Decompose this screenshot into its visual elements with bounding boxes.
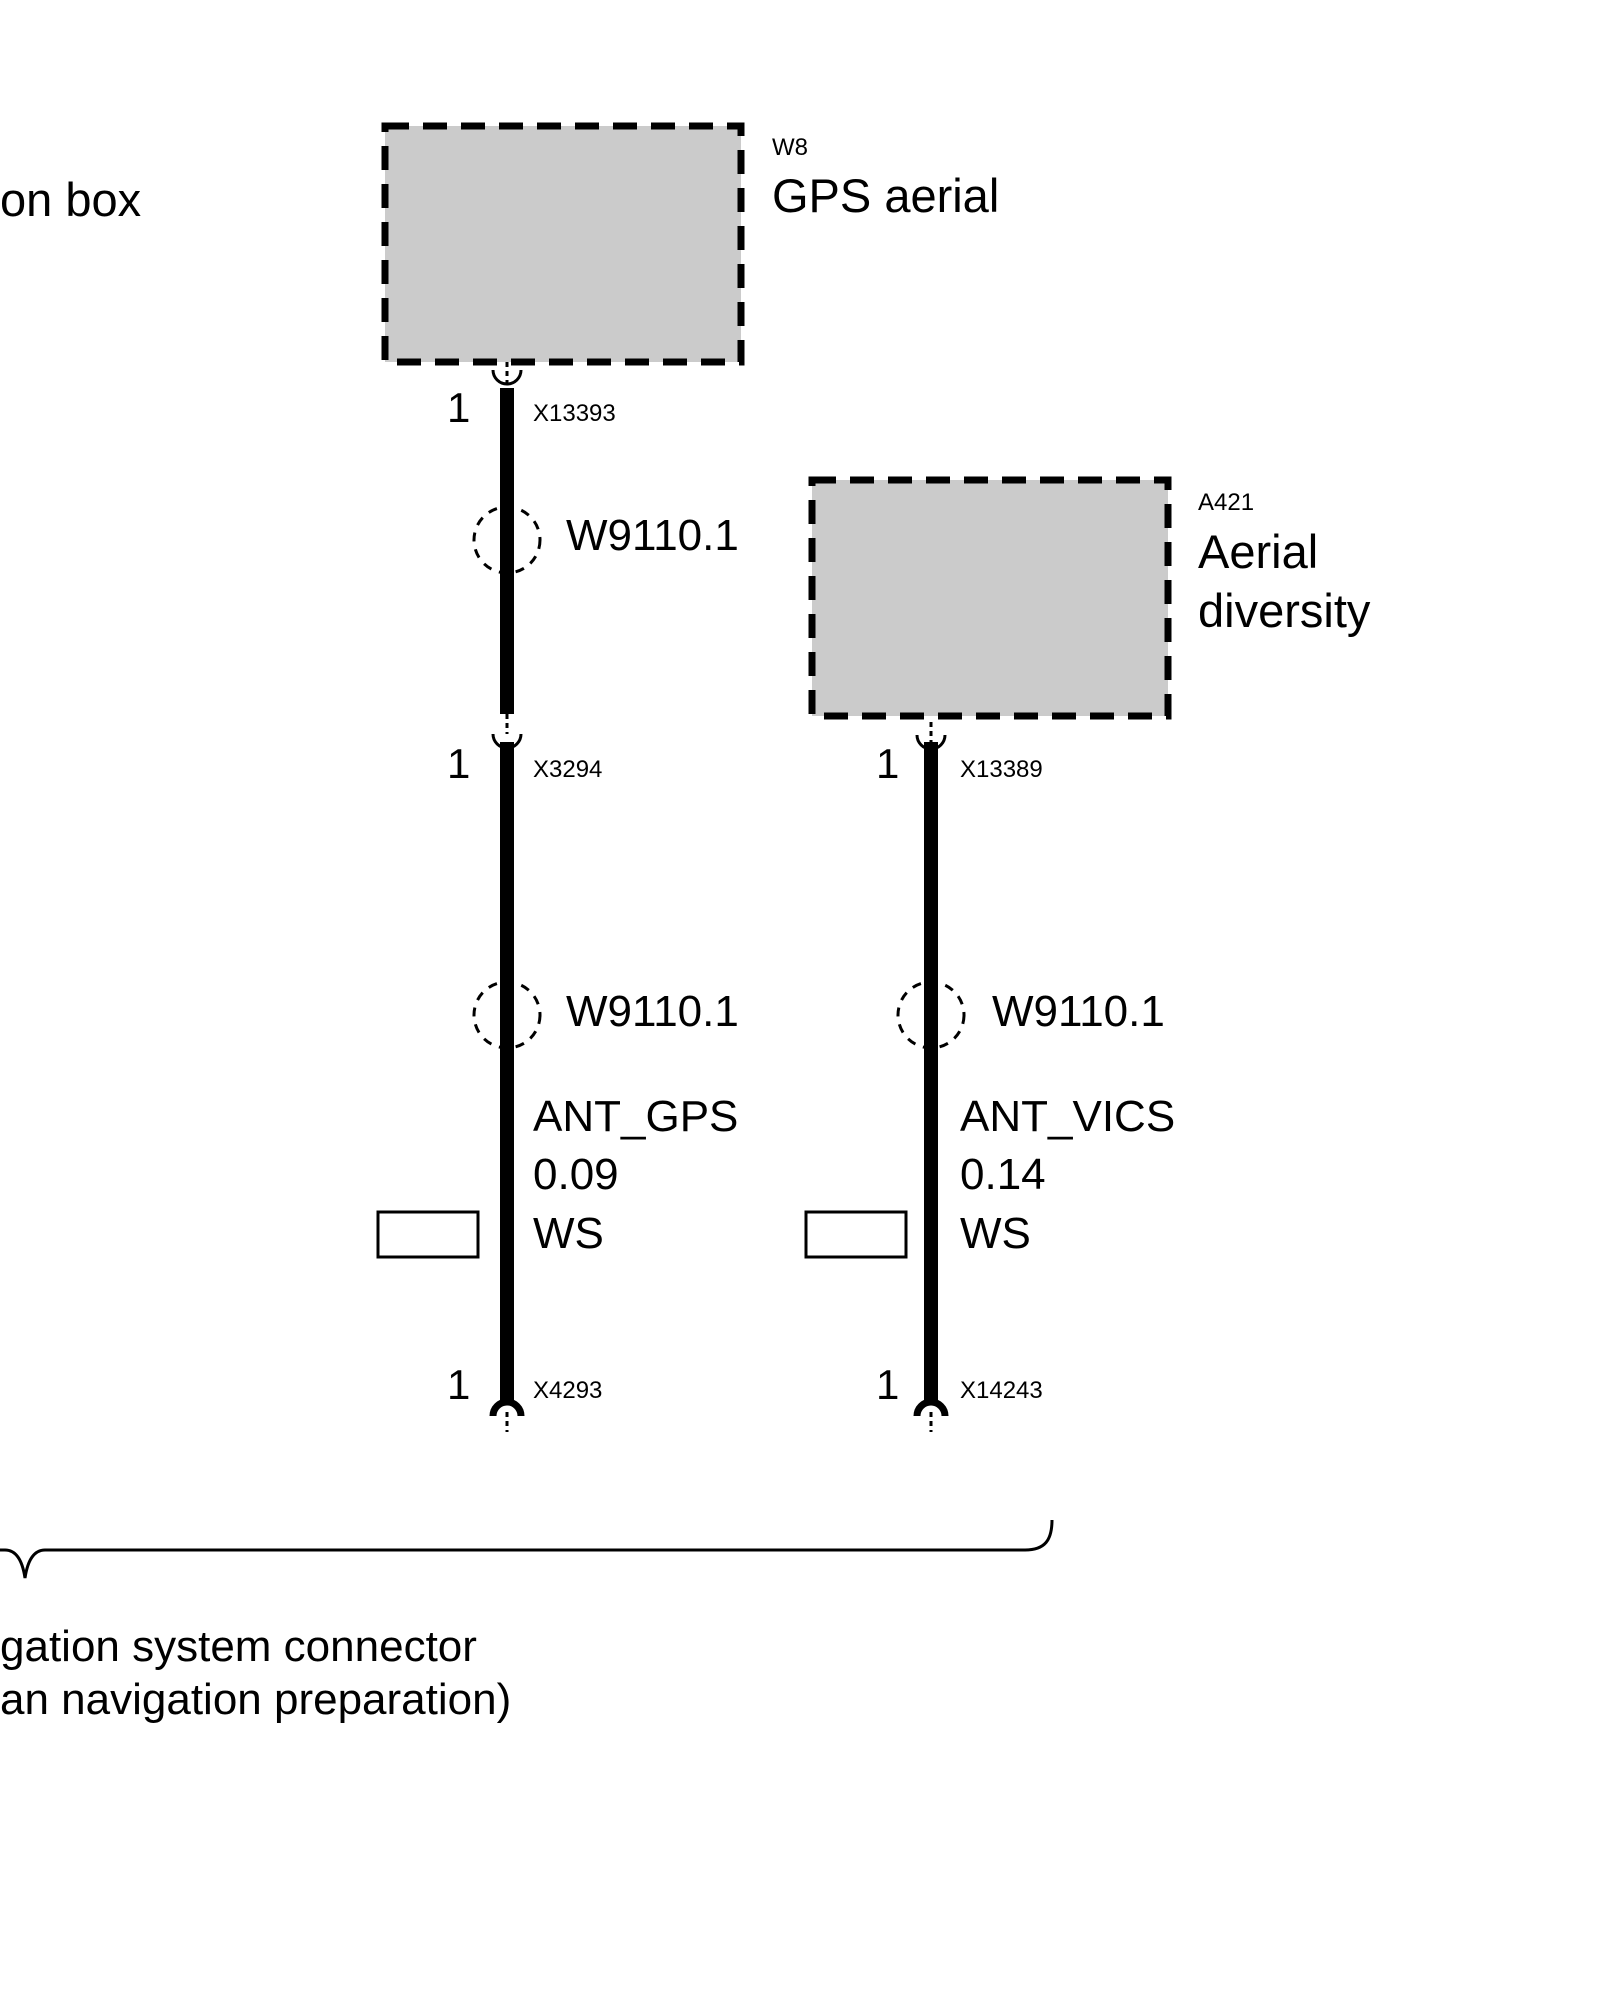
connector-x14243-pin: 1 [876,1361,900,1408]
splice-circle-vics [896,980,966,1050]
gps-wire-color: WS [533,1209,604,1258]
vics-wire-color: WS [960,1209,1031,1258]
aerial-diversity-id: A421 [1198,489,1255,516]
bracket-label-line1: gation system connector [0,1622,477,1671]
aerial-diversity-box[interactable] [808,476,1172,720]
wire-color-marker-gps [376,1210,480,1259]
vics-signal-name: ANT_VICS [960,1092,1176,1141]
gps-signal-name: ANT_GPS [533,1092,739,1141]
splice-label-gps-lower: W9110.1 [566,987,739,1036]
connector-x4293-name: X4293 [533,1377,603,1404]
aerial-diversity-name-line1: Aerial [1198,525,1319,578]
gps-aerial-name: GPS aerial [772,169,1000,222]
splice-label-vics: W9110.1 [992,987,1165,1036]
connector-x4293-pin: 1 [447,1361,471,1408]
connector-bracket [0,1519,1054,1579]
connector-x14243-symbol [913,1398,949,1417]
connector-x13393-name: X13393 [533,400,616,427]
connector-x14243-name: X14243 [960,1377,1043,1404]
connector-x13389-pin: 1 [876,740,900,787]
connector-x13393-pin: 1 [447,384,471,431]
gps-aerial-id: W8 [772,134,808,161]
splice-label-gps-upper: W9110.1 [566,511,739,560]
bracket-label-line2: an navigation preparation) [0,1675,512,1724]
splice-circle-gps-lower [472,980,542,1050]
gps-cross-section: 0.09 [533,1150,619,1199]
gps-aerial-box[interactable] [381,122,745,366]
connector-x3294-name: X3294 [533,756,603,783]
connector-x3294-pin: 1 [447,740,471,787]
splice-circle-gps-upper [472,505,542,575]
aerial-diversity-name-line2: diversity [1198,584,1371,637]
left-component-label: on box [0,173,142,226]
connector-x4293-symbol [489,1398,525,1417]
wire-color-marker-vics [804,1210,908,1259]
connector-x13389-name: X13389 [960,756,1043,783]
vics-cross-section: 0.14 [960,1150,1046,1199]
